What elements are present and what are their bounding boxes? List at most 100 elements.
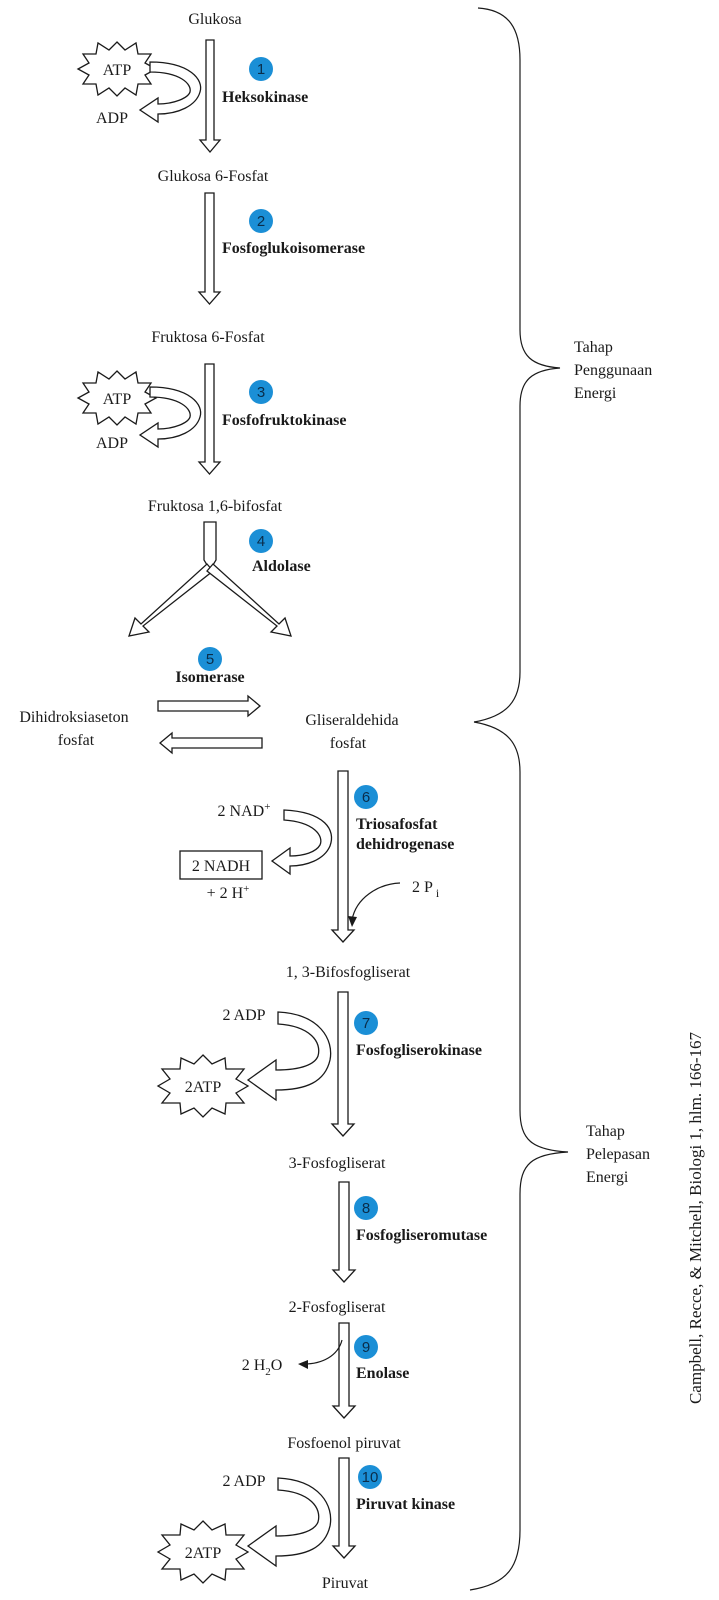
- phase-label-pelepasan-3: Energi: [586, 1169, 629, 1186]
- step-number: 6: [362, 789, 370, 806]
- curved-arrow-adp-atp-10: [246, 1477, 332, 1568]
- curved-arrow-h2o: [298, 1339, 343, 1369]
- adp-label-step-1: ADP: [96, 110, 128, 127]
- arrow-isomerase-right: [157, 694, 262, 718]
- step-number: 8: [362, 1200, 370, 1217]
- curved-arrow-adp-atp-7: [246, 1011, 332, 1102]
- enzyme-triosafosfat-dehidrogenase-line2: dehidrogenase: [356, 836, 454, 853]
- curved-arrow-atp-adp-1: [138, 61, 202, 124]
- step-badge: [249, 380, 273, 404]
- atp-label-step-1: ATP: [103, 62, 132, 79]
- phase-label-pelepasan: Tahap: [586, 1123, 625, 1140]
- metabolite-glukosa: Glukosa: [188, 11, 241, 28]
- brace-pelepasan-energi: [469, 721, 569, 1591]
- metabolite-fruktosa-1-6-bifosfat: Fruktosa 1,6-bifosfat: [148, 498, 283, 515]
- curved-arrow-nad-nadh: [270, 809, 333, 876]
- arrow-isomerase-left: [158, 731, 263, 755]
- step-number: 10: [362, 1469, 379, 1486]
- metabolite-dihidroksiaseton-fosfat: Dihidroksiaseton: [19, 709, 128, 726]
- phase-label-penggunaan-2: Penggunaan: [574, 362, 652, 379]
- arrow-step-9: [331, 1322, 357, 1419]
- step-badge: [354, 1011, 378, 1035]
- step-number: 5: [206, 651, 214, 668]
- metabolite-gliseraldehida-fosfat-line2: fosfat: [330, 735, 367, 752]
- step-number: 3: [257, 384, 265, 401]
- step-badge: [249, 209, 273, 233]
- source-citation: Campbell, Recce, & Mitchell, Biologi 1, …: [686, 1031, 705, 1404]
- metabolite-fruktosa-6-fosfat: Fruktosa 6-Fosfat: [151, 329, 265, 346]
- enzyme-fosfogliseromutase: Fosfogliseromutase: [356, 1227, 487, 1244]
- step-badge: [354, 1196, 378, 1220]
- enzyme-piruvat-kinase: Piruvat kinase: [356, 1496, 455, 1513]
- step-number: 9: [362, 1339, 370, 1356]
- h2o-label: 2 H2O: [242, 1357, 283, 1378]
- step-9: 9 Enolase: [354, 1335, 409, 1382]
- adp-label-step-10: 2 ADP: [222, 1473, 265, 1490]
- metabolite-dihidroksiaseton-fosfat-line2: fosfat: [58, 732, 95, 749]
- metabolite-glukosa-6-fosfat: Glukosa 6-Fosfat: [158, 168, 269, 185]
- arrow-step-4-left: [128, 563, 214, 637]
- step-badge: [198, 647, 222, 671]
- step-1: 1 Heksokinase: [222, 57, 308, 106]
- metabolite-fosfoenol-piruvat: Fosfoenol piruvat: [287, 1435, 401, 1452]
- metabolite-3-fosfogliserat: 3-Fosfogliserat: [289, 1155, 386, 1172]
- enzyme-fosfoglukoisomerase: Fosfoglukoisomerase: [222, 240, 365, 257]
- step-number: 1: [257, 61, 265, 78]
- atp-label-step-10: 2ATP: [185, 1545, 222, 1562]
- step-7: 7 Fosfogliserokinase: [354, 1011, 482, 1059]
- metabolite-2-fosfogliserat: 2-Fosfogliserat: [289, 1299, 386, 1316]
- step-10: 10 Piruvat kinase: [356, 1465, 455, 1513]
- atp-starburst-icon: [156, 1520, 250, 1584]
- curved-arrow-pi: [348, 882, 401, 927]
- curved-arrow-atp-adp-3: [138, 386, 202, 449]
- adp-label-step-3: ADP: [96, 435, 128, 452]
- atp-starburst-icon: [76, 41, 158, 97]
- nadh-label: 2 NADH: [192, 858, 251, 875]
- step-number: 7: [362, 1015, 370, 1032]
- step-5: 5 Isomerase: [175, 647, 245, 686]
- step-number: 4: [257, 533, 265, 550]
- enzyme-aldolase: Aldolase: [252, 558, 311, 575]
- step-badge: [354, 1335, 378, 1359]
- step-number: 2: [257, 213, 265, 230]
- arrow-step-1: [198, 39, 222, 154]
- atp-starburst-icon: [76, 370, 158, 426]
- metabolite-gliseraldehida-fosfat: Gliseraldehida: [305, 712, 398, 729]
- step-badge: [358, 1465, 382, 1489]
- step-8: 8 Fosfogliseromutase: [354, 1196, 487, 1244]
- arrow-step-2: [197, 192, 222, 305]
- arrow-step-4-right: [206, 563, 292, 637]
- step-badge: [354, 785, 378, 809]
- nad-label: 2 NAD+: [218, 801, 271, 820]
- step-3: 3 Fosfofruktokinase: [222, 380, 346, 429]
- h-plus-label: + 2 H+: [207, 883, 250, 902]
- phase-label-pelepasan-2: Pelepasan: [586, 1146, 650, 1163]
- step-badge: [249, 57, 273, 81]
- step-2: 2 Fosfoglukoisomerase: [222, 209, 365, 257]
- arrow-step-10: [331, 1457, 357, 1559]
- atp-starburst-icon: [156, 1054, 250, 1118]
- arrow-step-7: [330, 991, 356, 1137]
- enzyme-enolase: Enolase: [356, 1365, 409, 1382]
- atp-label-step-7: 2ATP: [185, 1079, 222, 1096]
- enzyme-triosafosfat-dehidrogenase: Triosafosfat: [356, 816, 438, 833]
- arrow-step-6: [330, 770, 356, 943]
- phase-label-penggunaan-3: Energi: [574, 385, 617, 402]
- arrow-step-8: [331, 1181, 357, 1283]
- enzyme-isomerase: Isomerase: [175, 669, 244, 686]
- enzyme-heksokinase: Heksokinase: [222, 89, 308, 106]
- arrow-step-4-stem: [203, 521, 217, 572]
- arrow-step-3: [197, 363, 222, 475]
- step-4: 4 Aldolase: [249, 529, 311, 575]
- step-6: 6 Triosafosfat dehidrogenase: [354, 785, 454, 853]
- metabolite-piruvat: Piruvat: [322, 1575, 369, 1592]
- enzyme-fosfofruktokinase: Fosfofruktokinase: [222, 412, 346, 429]
- atp-label-step-3: ATP: [103, 391, 132, 408]
- adp-label-step-7: 2 ADP: [222, 1007, 265, 1024]
- enzyme-fosfogliserokinase: Fosfogliserokinase: [356, 1042, 482, 1059]
- step-badge: [249, 529, 273, 553]
- phase-label-penggunaan: Tahap: [574, 339, 613, 356]
- nadh-box: [179, 850, 263, 880]
